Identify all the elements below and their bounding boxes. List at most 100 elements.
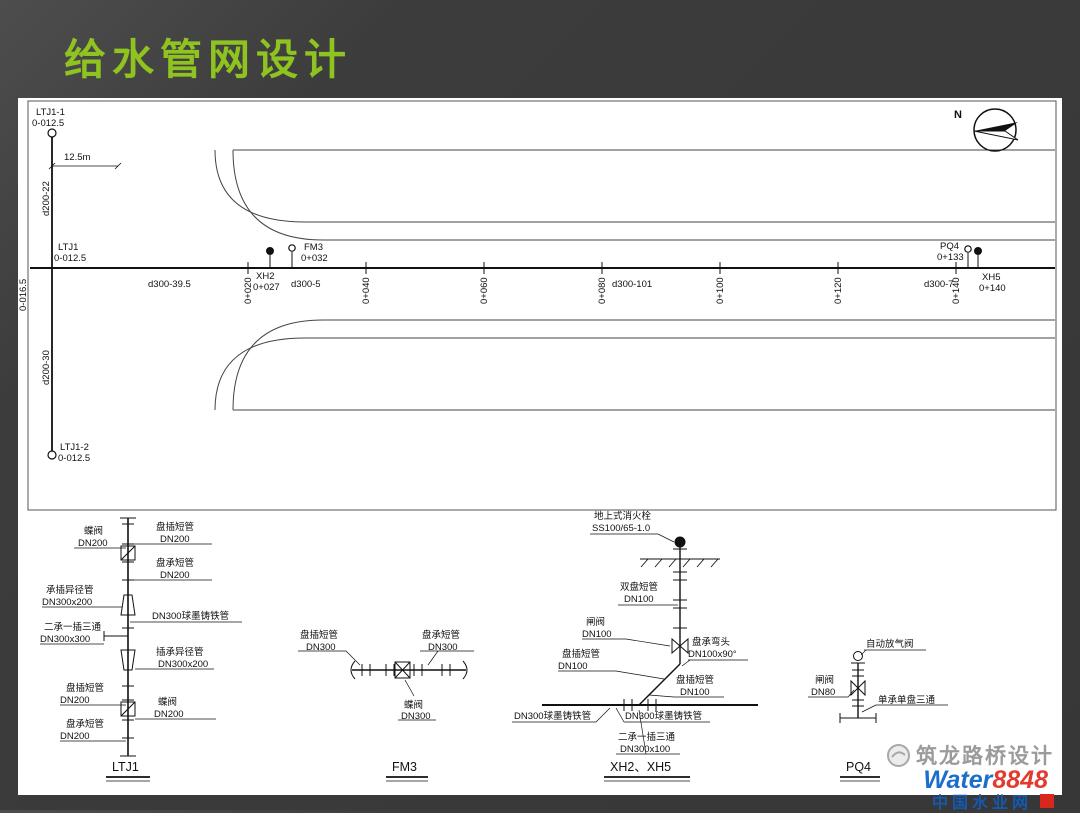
fitting-size: DN300x100	[620, 744, 670, 755]
leader-lines	[512, 533, 748, 755]
hydrant-icon	[674, 536, 686, 548]
station-label-6: 0+140	[951, 277, 962, 304]
xh5-hydrant-icon	[974, 247, 982, 268]
north-label: N	[954, 109, 962, 121]
fitting-size: DN300	[306, 642, 336, 653]
socket-end-icon	[462, 660, 468, 680]
detail-title-ltj1: LTJ1	[112, 760, 139, 774]
watermark-brand: 筑龙路桥设计	[916, 745, 1054, 768]
watermark-water: Water	[923, 766, 993, 794]
detail-ltj1: 盘插短管 DN200 蝶阀 DN200 盘承短管 DN200 承插异径管 DN3…	[40, 517, 242, 782]
plan-view: LTJ1-1 0-012.5 12.5m d200-22 LTJ1 0-012.…	[18, 100, 1057, 511]
fitting-size: DN100	[680, 687, 710, 698]
fitting-label: 盘插短管	[300, 629, 338, 641]
detail-title-pq4: PQ4	[846, 760, 871, 774]
ltj1-2-label: LTJ1-2	[60, 442, 89, 453]
station-label-3: 0+080	[597, 277, 608, 304]
fitting-label: 盘承短管	[156, 557, 194, 569]
fitting-size: DN300	[428, 642, 458, 653]
station-label-1: 0+040	[361, 277, 372, 304]
segment-label-c: d300-101	[612, 279, 652, 290]
fitting-size: DN200	[154, 709, 184, 720]
fm3-station: 0+032	[301, 253, 328, 264]
detail-title-xh: XH2、XH5	[610, 760, 671, 774]
road-edges	[214, 149, 1055, 411]
reducer-icon	[120, 649, 136, 671]
watermark: 筑龙路桥设计 Water8848 中国水业网	[886, 740, 1054, 813]
station-label-4: 0+100	[715, 277, 726, 304]
north-arrow-icon	[973, 108, 1019, 152]
watermark-site: 中国水业网	[931, 795, 1032, 812]
dimension-12-5m	[48, 162, 122, 170]
fitting-label: 闸阀	[586, 616, 605, 628]
fitting-label: 地上式消火栓	[594, 510, 652, 522]
xh2-hydrant-icon	[266, 247, 274, 268]
fitting-size: SS100/65-1.0	[592, 523, 650, 534]
detail-pq4: 自动放气阀 闸阀 DN80 单承单盘三通 PQ4	[808, 638, 948, 782]
detail-fm3: 盘插短管 DN300 盘承短管 DN300 蝶阀 DN300 FM3	[298, 629, 474, 782]
pipe-label-d200-30: d200-30	[41, 350, 52, 385]
ltj1-2-elevation: 0-012.5	[58, 453, 90, 464]
main-pipeline	[30, 244, 1055, 274]
red-seal	[1040, 794, 1054, 808]
pq4-blowoff-icon	[964, 245, 972, 268]
fitting-label: 二承一插三通	[44, 621, 102, 633]
station-label-5: 0+120	[833, 277, 844, 304]
fitting-label: 蝶阀	[158, 696, 177, 708]
fitting-size: DN300	[401, 711, 431, 722]
gate-valve-icon	[850, 679, 866, 697]
xh2-station: 0+027	[253, 282, 280, 293]
butterfly-valve-icon	[394, 661, 411, 679]
left-edge-elevation: 0-016.5	[18, 279, 29, 311]
pipe-label-d200-22: d200-22	[41, 181, 52, 216]
fitting-size: DN200	[160, 570, 190, 581]
fitting-label: 闸阀	[815, 674, 834, 686]
pq4-station: 0+133	[937, 252, 964, 263]
dimension-label: 12.5m	[64, 152, 90, 163]
fitting-label: 蝶阀	[84, 525, 103, 537]
fitting-label: 二承一插三通	[618, 731, 676, 743]
page-title: 给水管网设计	[64, 36, 353, 83]
fitting-size: DN200	[60, 695, 90, 706]
segment-label-b: d300-5	[291, 279, 321, 290]
fitting-label: DN300球墨铸铁管	[514, 710, 591, 722]
gate-valve-icon	[671, 637, 689, 655]
fitting-size: DN200	[60, 731, 90, 742]
fitting-label: DN300球墨铸铁管	[625, 710, 702, 722]
ltj1-1-label: LTJ1-1	[36, 107, 65, 118]
watermark-site-row: 中国水业网	[886, 789, 1054, 813]
fitting-size: DN80	[811, 687, 835, 698]
drawing-panel: LTJ1-1 0-012.5 12.5m d200-22 LTJ1 0-012.…	[18, 98, 1062, 795]
fitting-label: 盘承弯头	[692, 636, 730, 648]
xh5-station: 0+140	[979, 283, 1006, 294]
socket-end-icon	[350, 660, 356, 680]
watermark-logo-row: Water8848	[886, 766, 1054, 794]
fitting-label: 盘插短管	[66, 682, 104, 694]
station-label-0: 0+020	[243, 277, 254, 304]
fitting-label: 双盘短管	[620, 581, 658, 593]
fitting-label: 盘插短管	[676, 674, 714, 686]
fitting-label: 插承异径管	[156, 646, 204, 658]
fitting-label: 盘承短管	[66, 718, 104, 730]
segment-label-d: d300-7	[924, 279, 954, 290]
reducer-icon	[120, 594, 136, 616]
fitting-size: DN100	[582, 629, 612, 640]
fitting-label: 盘插短管	[156, 521, 194, 533]
tee-icon	[839, 713, 877, 723]
ltj1-elevation: 0-012.5	[54, 253, 86, 264]
pipe-network-drawing: LTJ1-1 0-012.5 12.5m d200-22 LTJ1 0-012.…	[18, 100, 1057, 782]
xh5-label: XH5	[982, 272, 1000, 283]
ltj1-label: LTJ1	[58, 242, 78, 253]
pq4-label: PQ4	[940, 241, 959, 252]
fitting-size: DN200	[78, 538, 108, 549]
ltj1-branch-pipe	[47, 128, 57, 460]
fm3-label: FM3	[304, 242, 323, 253]
watermark-brand-row: 筑龙路桥设计	[886, 740, 1054, 770]
fitting-label: 承插异径管	[46, 584, 94, 596]
leader-lines	[298, 650, 474, 721]
fm3-valve-icon	[288, 244, 296, 268]
fitting-label: DN300球墨铸铁管	[152, 610, 229, 622]
butterfly-valve-icon	[120, 701, 136, 717]
fitting-label: 盘插短管	[562, 648, 600, 660]
station-label-2: 0+060	[479, 277, 490, 304]
